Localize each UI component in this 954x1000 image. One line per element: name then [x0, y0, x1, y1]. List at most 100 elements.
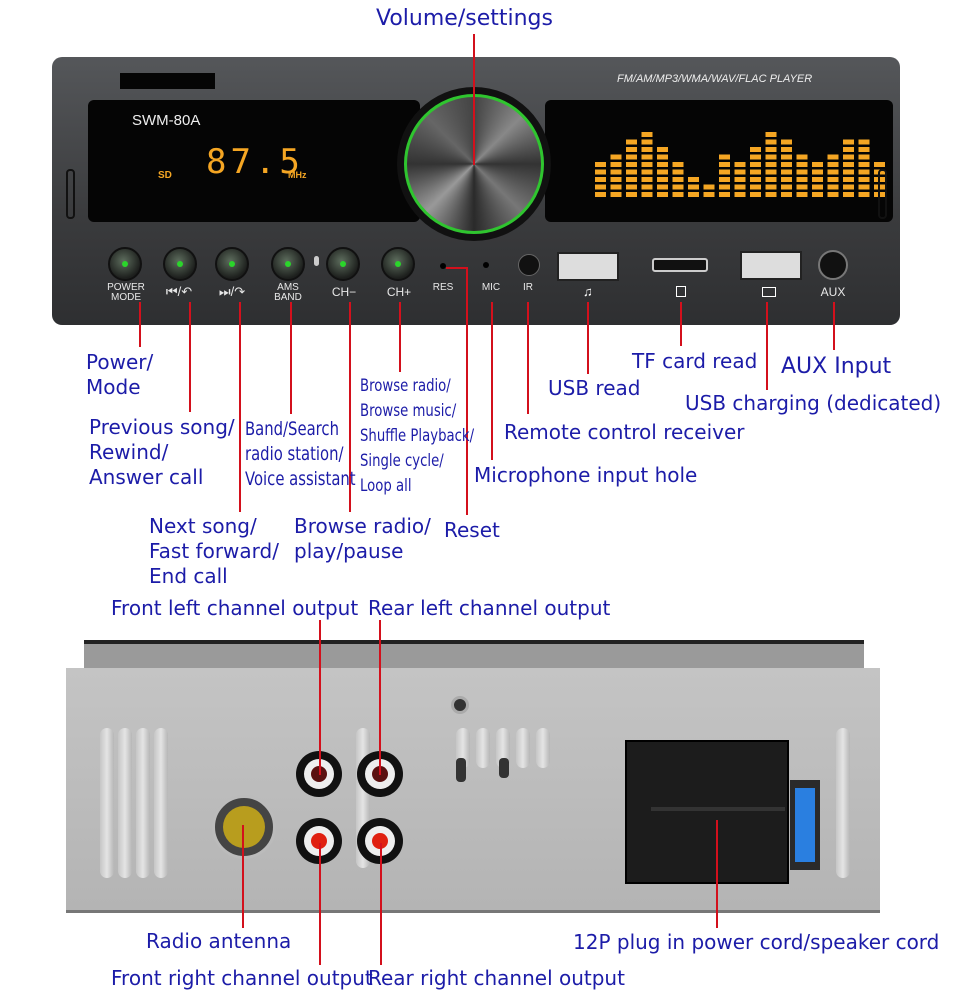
spectrum-segment — [750, 147, 761, 152]
previous-button[interactable] — [163, 247, 197, 281]
spectrum-segment — [595, 162, 606, 167]
next-button[interactable] — [215, 247, 249, 281]
volume-settings-label: Volume/settings — [376, 6, 553, 31]
ch-minus-text: CH− — [331, 285, 357, 299]
screw-hole — [451, 696, 469, 714]
panel-slot — [120, 73, 215, 89]
spectrum-segment — [641, 132, 653, 137]
prev-text: ⏮/↶ — [165, 284, 193, 299]
tf-card-icon — [676, 286, 686, 297]
spectrum-segment — [843, 162, 854, 167]
usb-read-label: USB read — [548, 376, 641, 400]
music-note-icon: ♫ — [583, 284, 593, 299]
spectrum-segment — [610, 162, 622, 167]
fuse-holder — [790, 780, 820, 870]
iso-connector[interactable] — [625, 740, 789, 884]
spectrum-segment — [595, 169, 606, 175]
tf-card-slot[interactable] — [652, 258, 708, 272]
spectrum-segment — [765, 177, 777, 182]
front-right-label: Front right channel output — [111, 966, 373, 990]
res-text: RES — [432, 282, 454, 293]
spectrum-segment — [734, 177, 746, 182]
spectrum-segment — [703, 192, 715, 197]
spectrum-segment — [827, 184, 839, 190]
spectrum-segment — [672, 177, 684, 182]
spectrum-segment — [765, 154, 777, 160]
callout-line — [473, 34, 475, 165]
spectrum-segment — [750, 177, 761, 182]
spectrum-segment — [781, 192, 792, 197]
spectrum-segment — [610, 184, 622, 190]
spectrum-segment — [595, 184, 606, 190]
spectrum-segment — [610, 154, 622, 160]
ir-receiver — [518, 254, 540, 276]
spectrum-segment — [734, 169, 746, 175]
spectrum-segment — [781, 147, 792, 152]
spectrum-segment — [595, 192, 606, 197]
rear-left-label: Rear left channel output — [368, 596, 611, 620]
spectrum-segment — [765, 192, 777, 197]
spectrum-segment — [719, 169, 730, 175]
callout-line — [139, 302, 141, 347]
spectrum-segment — [765, 184, 777, 190]
reset-hole[interactable] — [440, 263, 446, 269]
spectrum-segment — [843, 177, 854, 182]
equalizer-bars — [595, 132, 885, 197]
spectrum-segment — [626, 154, 637, 160]
spectrum-segment — [750, 162, 761, 167]
front-left-label: Front left channel output — [111, 596, 359, 620]
spectrum-segment — [610, 177, 622, 182]
unit-text: MHz — [288, 170, 307, 180]
spectrum-segment — [672, 184, 684, 190]
spectrum-segment — [843, 154, 854, 160]
callout-line — [766, 302, 768, 390]
spectrum-segment — [781, 139, 792, 145]
usb-charging-port[interactable] — [740, 251, 802, 280]
callout-line — [399, 302, 401, 372]
spectrum-segment — [641, 177, 653, 182]
rear-slot — [456, 758, 466, 782]
ch-minus-label: Browse radio/ play/pause — [294, 514, 431, 563]
spectrum-segment — [843, 147, 854, 152]
rear-slot — [499, 758, 509, 778]
aux-jack[interactable] — [818, 250, 848, 280]
spectrum-segment — [626, 192, 637, 197]
usb-charging-label: USB charging (dedicated) — [685, 391, 942, 415]
front-right-rca[interactable] — [296, 818, 342, 864]
power-mode-button[interactable] — [108, 247, 142, 281]
spectrum-segment — [688, 177, 699, 182]
spectrum-segment — [843, 184, 854, 190]
spectrum-segment — [657, 154, 668, 160]
spectrum-segment — [734, 162, 746, 167]
callout-line — [319, 620, 321, 775]
spectrum-segment — [641, 154, 653, 160]
callout-line — [833, 302, 835, 350]
spectrum-segment — [734, 192, 746, 197]
spectrum-segment — [874, 162, 885, 167]
ch-plus-button[interactable] — [381, 247, 415, 281]
next-text: ⏭/↷ — [218, 284, 246, 299]
spectrum-segment — [657, 147, 668, 152]
spectrum-segment — [765, 169, 777, 175]
spectrum-segment — [812, 169, 823, 175]
ch-minus-button[interactable] — [326, 247, 360, 281]
microphone-icon — [314, 256, 319, 266]
power-mode-text: POWER MODE — [107, 282, 145, 303]
mic-hole — [483, 262, 489, 268]
spectrum-segment — [688, 192, 699, 197]
spectrum-segment — [672, 192, 684, 197]
antenna-socket[interactable] — [212, 795, 276, 859]
usb-port[interactable] — [557, 252, 619, 281]
spectrum-display — [545, 100, 893, 222]
spectrum-segment — [626, 162, 637, 167]
callout-line — [290, 302, 292, 414]
next-song-label: Next song/ Fast forward/ End call — [149, 514, 279, 588]
ams-band-button[interactable] — [271, 247, 305, 281]
callout-line — [716, 820, 718, 928]
remote-receiver-label: Remote control receiver — [504, 420, 745, 444]
ir-text: IR — [523, 282, 533, 293]
aux-input-label: AUX Input — [781, 354, 892, 379]
spectrum-segment — [827, 162, 839, 167]
spectrum-segment — [626, 177, 637, 182]
spectrum-segment — [657, 184, 668, 190]
